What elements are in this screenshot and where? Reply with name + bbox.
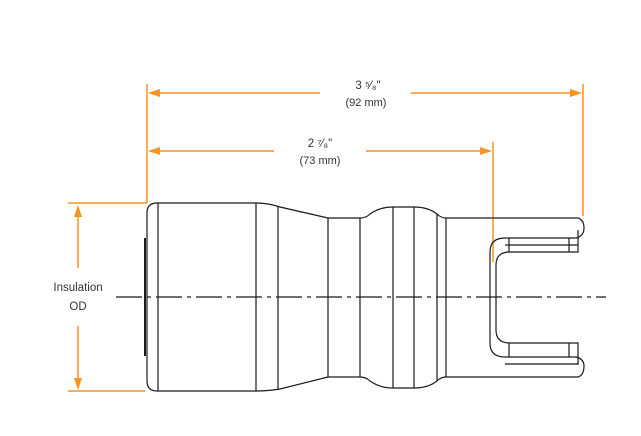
insulation-od-label-2: OD <box>69 301 87 313</box>
arrow-right-icon <box>570 89 582 97</box>
arrow-up-icon <box>74 205 82 217</box>
insertion-length-imperial: 2 ⁷⁄₈" <box>307 138 333 150</box>
dimension-lines <box>68 84 584 392</box>
arrow-left-icon <box>148 89 160 97</box>
insulation-od-label: Insulation <box>53 282 103 294</box>
arrow-down-icon <box>74 378 82 390</box>
slot-inner <box>495 230 579 365</box>
connector-outline <box>116 202 606 392</box>
arrow-right-icon <box>480 147 492 155</box>
overall-length-imperial: 3 ⁵⁄₈" <box>355 80 381 92</box>
overall-length-metric: (92 mm) <box>345 97 387 109</box>
arrow-left-icon <box>148 147 160 155</box>
insertion-length-metric: (73 mm) <box>299 155 341 167</box>
